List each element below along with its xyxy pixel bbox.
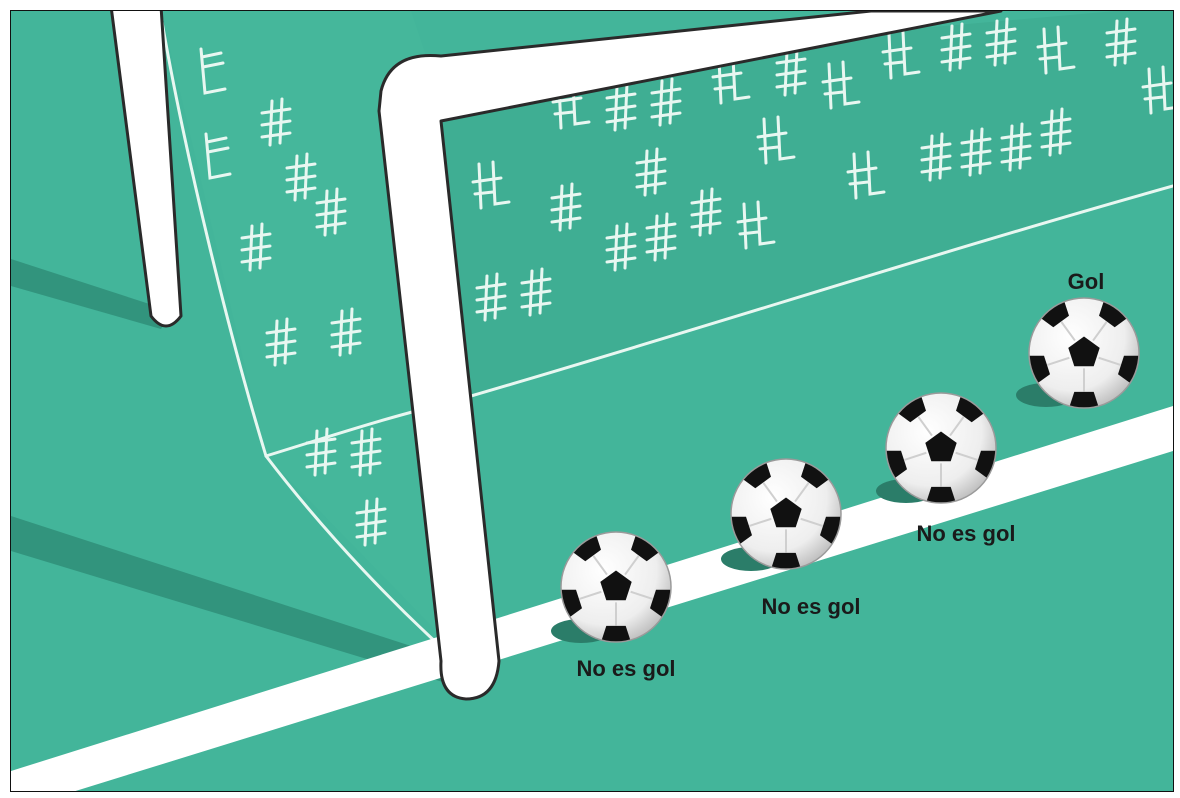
ball-label: No es gol (761, 594, 860, 619)
ball-label: Gol (1068, 269, 1105, 294)
ball-label: No es gol (916, 521, 1015, 546)
goal-line-illustration: No es gol No es gol No es gol Gol (11, 11, 1173, 791)
ball-label: No es gol (576, 656, 675, 681)
illustration-frame: No es gol No es gol No es gol Gol (10, 10, 1174, 792)
